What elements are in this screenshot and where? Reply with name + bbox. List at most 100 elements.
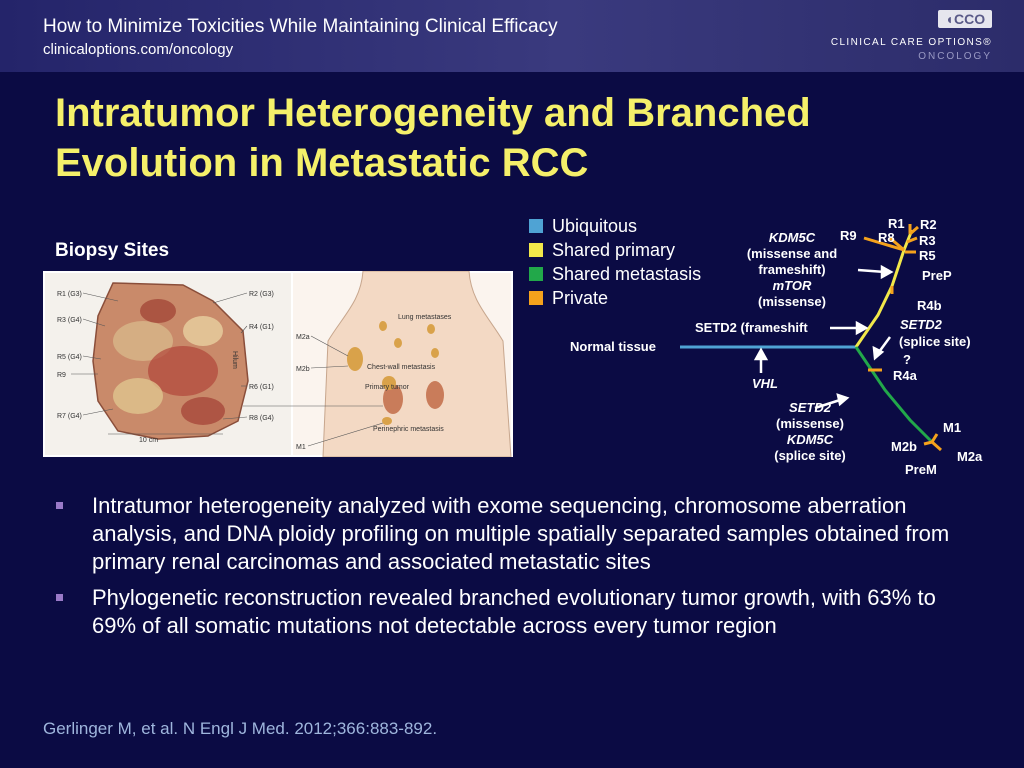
legend-item-ubiquitous: Ubiquitous	[529, 214, 701, 238]
private-branch-r3	[906, 236, 918, 244]
perinephric-metastasis	[382, 417, 392, 425]
chest-wall-metastasis	[347, 347, 363, 371]
body-label-perinephric: Perinephric metastasis	[373, 426, 444, 433]
node-r3: R3	[919, 233, 936, 248]
legend-item-shared-primary: Shared primary	[529, 238, 701, 262]
body-label-m2a: M2a	[296, 334, 310, 341]
bullet-list: Intratumor heterogeneity analyzed with e…	[56, 492, 976, 648]
node-question: ?	[903, 352, 911, 367]
bullet-marker	[56, 594, 63, 601]
node-prem: PreM	[905, 462, 937, 477]
kidney-right	[426, 381, 444, 409]
biopsy-label-r9: R9	[57, 372, 66, 379]
biopsy-figure: R1 (G3) R3 (G4) R5 (G4) R9 R7 (G4) R2 (G…	[43, 271, 513, 457]
legend-label: Ubiquitous	[552, 215, 638, 236]
body-label-primary: Primary tumor	[365, 384, 410, 391]
mutation-missense-setd2: (missense)	[776, 416, 844, 431]
gene-vhl: VHL	[752, 376, 778, 391]
gene-mtor: mTOR	[773, 278, 812, 293]
arrow-setd2-missense	[814, 398, 841, 410]
node-m2b: M2b	[891, 439, 917, 454]
node-r5: R5	[919, 248, 936, 263]
slide-title: Intratumor Heterogeneity and Branched Ev…	[55, 91, 811, 185]
node-r4b: R4b	[917, 298, 942, 313]
mutation-missense-and: (missense and	[747, 246, 837, 261]
bullet-item: Intratumor heterogeneity analyzed with e…	[56, 492, 976, 576]
node-m2a: M2a	[957, 449, 983, 464]
phylogenetic-tree: Normal tissue R1 R2 R3 R5 R8 R9 PreP R4b…	[570, 216, 983, 477]
private-branch-m2a	[931, 440, 942, 452]
node-r4a: R4a	[893, 368, 918, 383]
biopsy-sites-label: Biopsy Sites	[55, 240, 170, 261]
node-r9: R9	[840, 228, 857, 243]
gene-setd2-frameshift: SETD2 (frameshift	[695, 320, 808, 335]
body-label-m2b: M2b	[296, 366, 310, 373]
body-label-chest: Chest-wall metastasis	[367, 364, 436, 371]
logo-subtitle: ONCOLOGY	[918, 51, 992, 62]
mutation-frameshift: frameshift)	[758, 262, 825, 277]
tumor-region	[140, 299, 176, 323]
gene-setd2-splice: SETD2	[900, 317, 943, 332]
legend-label: Shared metastasis	[552, 263, 702, 284]
arrow-head	[753, 347, 769, 361]
hilum-label: Hilum	[231, 351, 238, 369]
biopsy-label-r6: R6 (G1)	[249, 384, 274, 391]
tumor-region	[148, 346, 218, 396]
private-branch-m1	[930, 433, 939, 443]
bullet-marker	[56, 502, 63, 509]
mutation-splice-site-kdm5c: (splice site)	[774, 448, 846, 463]
citation: Gerlinger M, et al. N Engl J Med. 2012;3…	[43, 719, 438, 738]
private-branch-r2	[909, 225, 919, 236]
gene-kdm5c-top: KDM5C	[769, 230, 816, 245]
private-branch-m2b	[923, 440, 933, 446]
private-branch-r8	[889, 236, 905, 252]
body-label-m1: M1	[296, 444, 306, 451]
lung-metastasis	[379, 321, 387, 331]
legend-item-shared-metastasis: Shared metastasis	[529, 262, 701, 286]
biopsy-label-r2: R2 (G3)	[249, 291, 274, 298]
legend-swatch-orange	[529, 291, 543, 305]
node-r8: R8	[878, 230, 895, 245]
legend-swatch-blue	[529, 219, 543, 233]
legend-swatch-green	[529, 267, 543, 281]
primary-tumor	[382, 376, 396, 390]
legend-label: Shared primary	[552, 239, 676, 260]
arrow-head	[855, 320, 869, 336]
logo-name: CLINICAL CARE OPTIONS®	[830, 37, 992, 48]
tumor-region	[113, 321, 173, 361]
biopsy-label-r7: R7 (G4)	[57, 413, 82, 420]
node-r2: R2	[920, 217, 937, 232]
scale-label: 10 cm	[139, 437, 158, 444]
arrow-kdm5c	[857, 268, 886, 274]
lung-metastasis	[394, 338, 402, 348]
mutation-splice-site-setd2: (splice site)	[899, 334, 971, 349]
biopsy-label-r5: R5 (G4)	[57, 354, 82, 361]
node-prep: PreP	[922, 268, 952, 283]
lung-metastasis	[427, 324, 435, 334]
biopsy-label-r1: R1 (G3)	[57, 291, 82, 298]
private-branch-r9	[863, 236, 905, 252]
node-r1: R1	[888, 216, 905, 231]
biopsy-label-r8: R8 (G4)	[249, 415, 274, 422]
arrow-setd2-splice	[877, 336, 892, 353]
kidney-left	[383, 384, 403, 414]
tumor-region	[181, 397, 225, 425]
legend-label: Private	[552, 287, 609, 308]
bullet-item: Phylogenetic reconstruction revealed bra…	[56, 584, 976, 640]
source-url[interactable]: clinicaloptions.com/oncology	[43, 41, 234, 58]
arrow-head	[836, 393, 850, 407]
legend-swatch-yellow	[529, 243, 543, 257]
biopsy-label-r4: R4 (G1)	[249, 324, 274, 331]
arrow-head	[880, 264, 894, 280]
legend: Ubiquitous Shared primary Shared metasta…	[529, 214, 701, 310]
biopsy-label-r3: R3 (G4)	[57, 317, 82, 324]
tumor-region	[183, 316, 223, 346]
gene-kdm5c-bottom: KDM5C	[787, 432, 834, 447]
lung-metastasis	[431, 348, 439, 358]
mutation-missense-mtor: (missense)	[758, 294, 826, 309]
gene-setd2-missense: SETD2	[789, 400, 832, 415]
presentation-title: How to Minimize Toxicities While Maintai…	[43, 16, 558, 37]
shared-metastasis-branch	[854, 346, 934, 444]
bullet-text: Intratumor heterogeneity analyzed with e…	[92, 493, 950, 574]
header-bar: How to Minimize Toxicities While Maintai…	[0, 0, 1024, 72]
